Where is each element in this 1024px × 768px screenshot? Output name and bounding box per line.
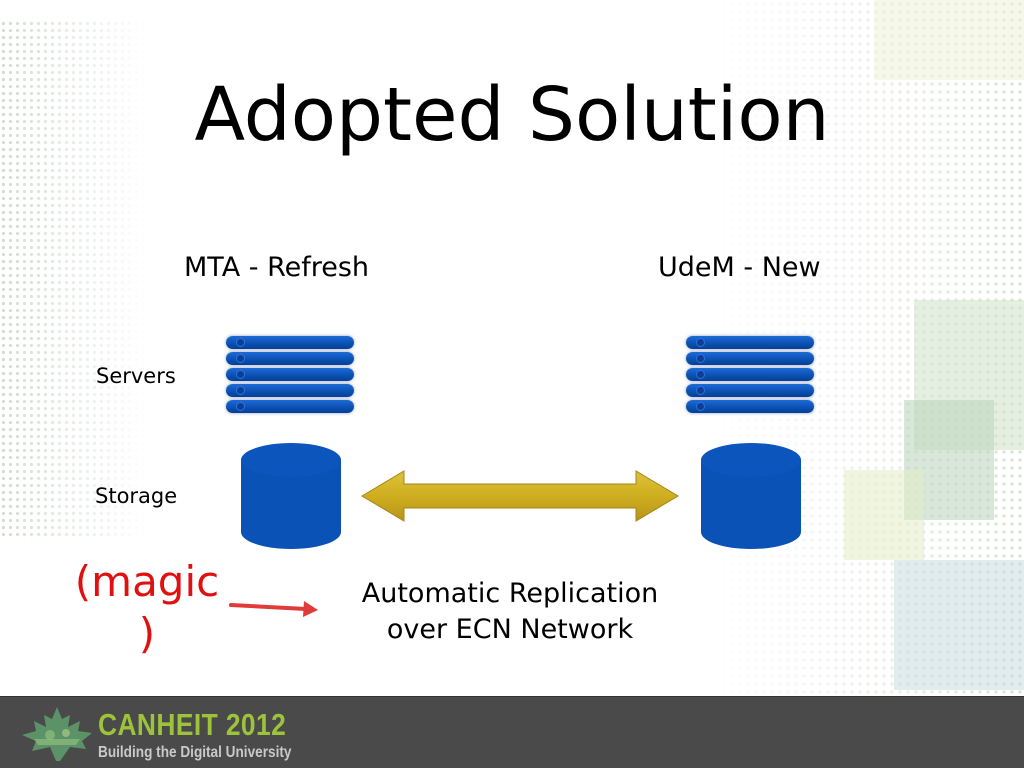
background-tile: [844, 470, 924, 560]
database-cylinder-icon: [701, 443, 801, 549]
brand-tagline: Building the Digital University: [98, 744, 292, 761]
row-label-servers: Servers: [96, 364, 176, 388]
server-led-icon: [236, 370, 245, 379]
server-stack-icon: [226, 336, 354, 416]
server-unit: [226, 352, 354, 365]
double-arrow-icon: [361, 470, 679, 522]
server-unit: [226, 368, 354, 381]
server-led-icon: [696, 354, 705, 363]
server-led-icon: [696, 386, 705, 395]
server-unit: [226, 400, 354, 413]
column-label-udem: UdeM - New: [658, 252, 821, 283]
brand-block: CANHEIT 2012 Building the Digital Univer…: [98, 707, 326, 762]
server-led-icon: [236, 402, 245, 411]
server-led-icon: [236, 354, 245, 363]
caption-line2: over ECN Network: [386, 614, 634, 645]
slide-title: Adopted Solution: [194, 72, 830, 158]
server-led-icon: [696, 338, 705, 347]
replication-caption: Automatic Replication over ECN Network: [340, 576, 680, 648]
server-unit: [686, 384, 814, 397]
server-led-icon: [696, 370, 705, 379]
background-tile: [894, 560, 1024, 690]
background-pattern-left: [0, 20, 150, 540]
caption-line1: Automatic Replication: [361, 578, 659, 609]
brand-name: CANHEIT 2012: [98, 707, 287, 742]
server-unit: [686, 352, 814, 365]
server-unit: [686, 336, 814, 349]
magic-annotation: (magic ): [72, 556, 222, 660]
server-unit: [226, 384, 354, 397]
server-led-icon: [236, 338, 245, 347]
server-stack-icon: [686, 336, 814, 416]
server-led-icon: [696, 402, 705, 411]
row-label-storage: Storage: [95, 484, 178, 508]
server-unit: [686, 368, 814, 381]
server-led-icon: [236, 386, 245, 395]
magic-annotation-line2: ): [138, 609, 156, 658]
server-unit: [686, 400, 814, 413]
footer-bar: CANHEIT 2012 Building the Digital Univer…: [0, 696, 1024, 768]
column-label-mta: MTA - Refresh: [184, 252, 370, 283]
server-unit: [226, 336, 354, 349]
background-tile: [874, 0, 1024, 80]
red-arrow-icon: [229, 601, 318, 617]
magic-annotation-line1: (magic: [74, 557, 220, 606]
database-cylinder-icon: [241, 443, 341, 549]
maple-leaf-icon: [22, 707, 92, 761]
